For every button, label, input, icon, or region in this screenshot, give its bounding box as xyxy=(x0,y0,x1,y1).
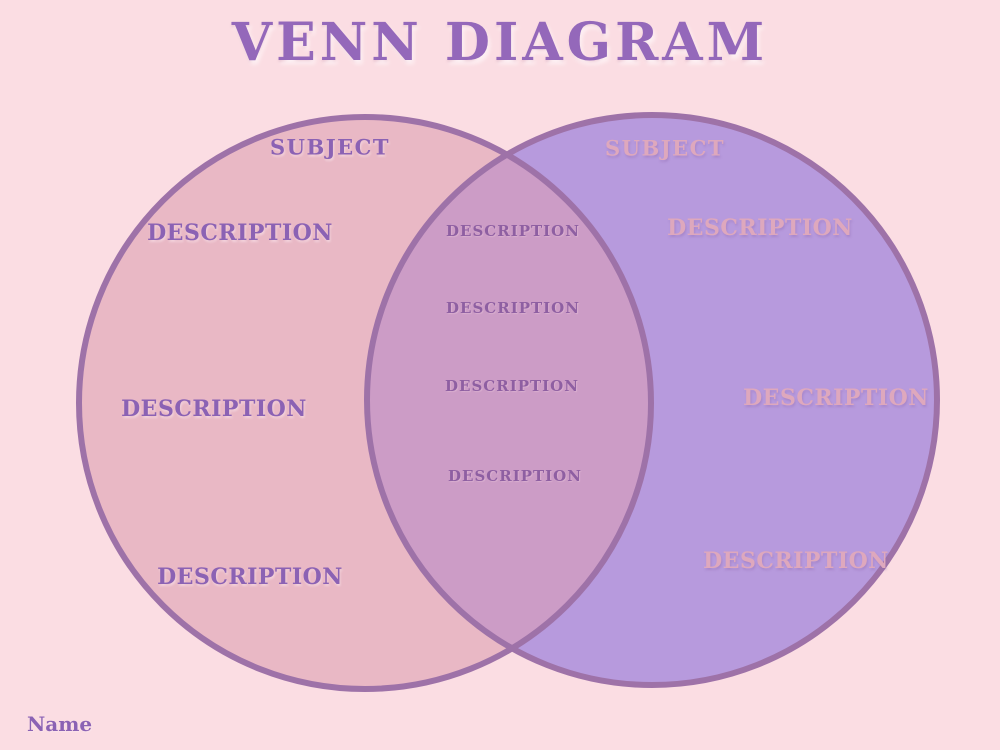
overlap-region xyxy=(367,154,651,649)
left-description-2: DESCRIPTION xyxy=(121,396,307,422)
left-circle-outline xyxy=(76,114,654,692)
left-subject-label: SUBJECT xyxy=(269,134,391,160)
overlap-description-3: DESCRIPTION xyxy=(445,377,579,395)
left-description-1: DESCRIPTION xyxy=(147,220,333,246)
overlap-description-2: DESCRIPTION xyxy=(446,299,580,317)
right-description-1: DESCRIPTION xyxy=(667,215,853,241)
overlap-description-1: DESCRIPTION xyxy=(446,222,580,240)
right-description-2: DESCRIPTION xyxy=(743,385,929,411)
left-description-3: DESCRIPTION xyxy=(157,564,343,590)
name-label: Name xyxy=(27,712,93,736)
right-description-3: DESCRIPTION xyxy=(703,548,889,574)
page-title: VENN DIAGRAM xyxy=(231,12,769,73)
overlap-description-4: DESCRIPTION xyxy=(448,467,582,485)
right-circle-outline xyxy=(364,112,940,688)
right-subject-label: SUBJECT xyxy=(604,135,726,161)
